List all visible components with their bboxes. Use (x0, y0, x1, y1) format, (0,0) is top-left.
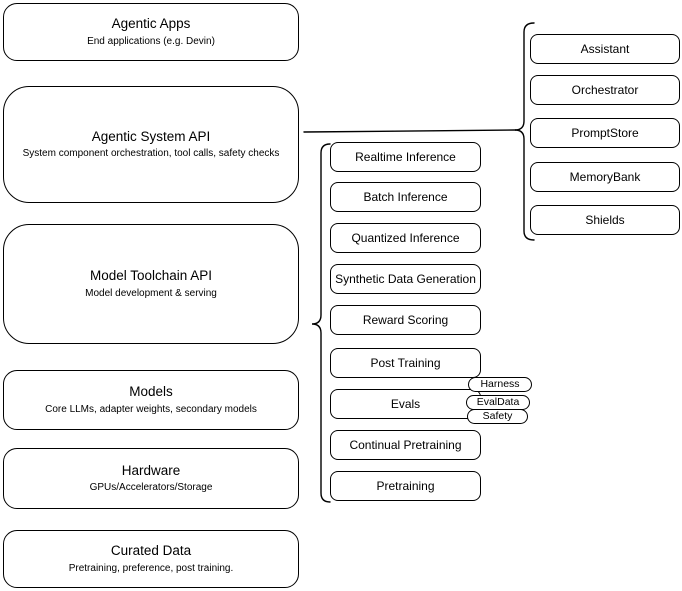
box-subtitle: Core LLMs, adapter weights, secondary mo… (45, 403, 257, 415)
box-title: Agentic Apps (111, 16, 191, 32)
component-label: Assistant (580, 42, 630, 56)
toolchain-component-synthetic-data-generation: Synthetic Data Generation (330, 264, 481, 294)
box-subtitle: System component orchestration, tool cal… (22, 148, 280, 160)
system-component-orchestrator: Orchestrator (530, 75, 680, 105)
component-label: PromptStore (571, 126, 639, 140)
tag-label: Harness (480, 378, 520, 391)
component-label: MemoryBank (569, 170, 641, 184)
component-label: Reward Scoring (362, 313, 449, 327)
system-component-memorybank: MemoryBank (530, 162, 680, 192)
layer-agentic-apps: Agentic Apps End applications (e.g. Devi… (3, 3, 299, 61)
component-label: Post Training (370, 356, 441, 370)
box-subtitle: Pretraining, preference, post training. (68, 562, 234, 574)
box-title: Models (129, 384, 173, 400)
toolchain-component-batch-inference: Batch Inference (330, 182, 481, 212)
tag-label: Safety (482, 410, 513, 423)
layer-model-toolchain-api: Model Toolchain API Model development & … (3, 224, 299, 344)
box-subtitle: Model development & serving (85, 287, 217, 299)
component-label: Batch Inference (363, 190, 448, 204)
box-title: Agentic System API (91, 128, 211, 144)
toolchain-brace (311, 143, 331, 503)
component-label: Realtime Inference (355, 150, 456, 164)
layer-agentic-system-api: Agentic System API System component orch… (3, 86, 299, 203)
toolchain-component-realtime-inference: Realtime Inference (330, 142, 481, 172)
toolchain-component-evals: Evals (330, 389, 481, 419)
component-label: Quantized Inference (351, 231, 460, 245)
layer-hardware: Hardware GPUs/Accelerators/Storage (3, 448, 299, 509)
toolchain-component-quantized-inference: Quantized Inference (330, 223, 481, 253)
component-label: Pretraining (376, 479, 435, 493)
box-title: Curated Data (110, 543, 192, 559)
toolchain-component-reward-scoring: Reward Scoring (330, 305, 481, 335)
box-title: Hardware (121, 462, 181, 478)
component-label: Evals (390, 397, 421, 411)
component-label: Shields (585, 213, 625, 227)
system-component-promptstore: PromptStore (530, 118, 680, 148)
component-label: Orchestrator (571, 83, 639, 97)
box-subtitle: End applications (e.g. Devin) (87, 35, 215, 47)
layer-curated-data: Curated Data Pretraining, preference, po… (3, 530, 299, 588)
component-label: Continual Pretraining (349, 438, 462, 452)
component-label: Synthetic Data Generation (335, 272, 476, 286)
system-component-shields: Shields (530, 205, 680, 235)
eval-tag-evaldata: EvalData (466, 395, 530, 410)
system-component-assistant: Assistant (530, 34, 680, 64)
system-connector-line (303, 129, 517, 133)
box-title: Model Toolchain API (89, 268, 213, 284)
toolchain-component-continual-pretraining: Continual Pretraining (330, 430, 481, 460)
layer-models: Models Core LLMs, adapter weights, secon… (3, 370, 299, 430)
eval-tag-harness: Harness (468, 377, 532, 392)
toolchain-component-post-training: Post Training (330, 348, 481, 378)
box-subtitle: GPUs/Accelerators/Storage (89, 482, 213, 494)
eval-tag-safety: Safety (467, 409, 528, 424)
toolchain-component-pretraining: Pretraining (330, 471, 481, 501)
tag-label: EvalData (476, 396, 520, 409)
